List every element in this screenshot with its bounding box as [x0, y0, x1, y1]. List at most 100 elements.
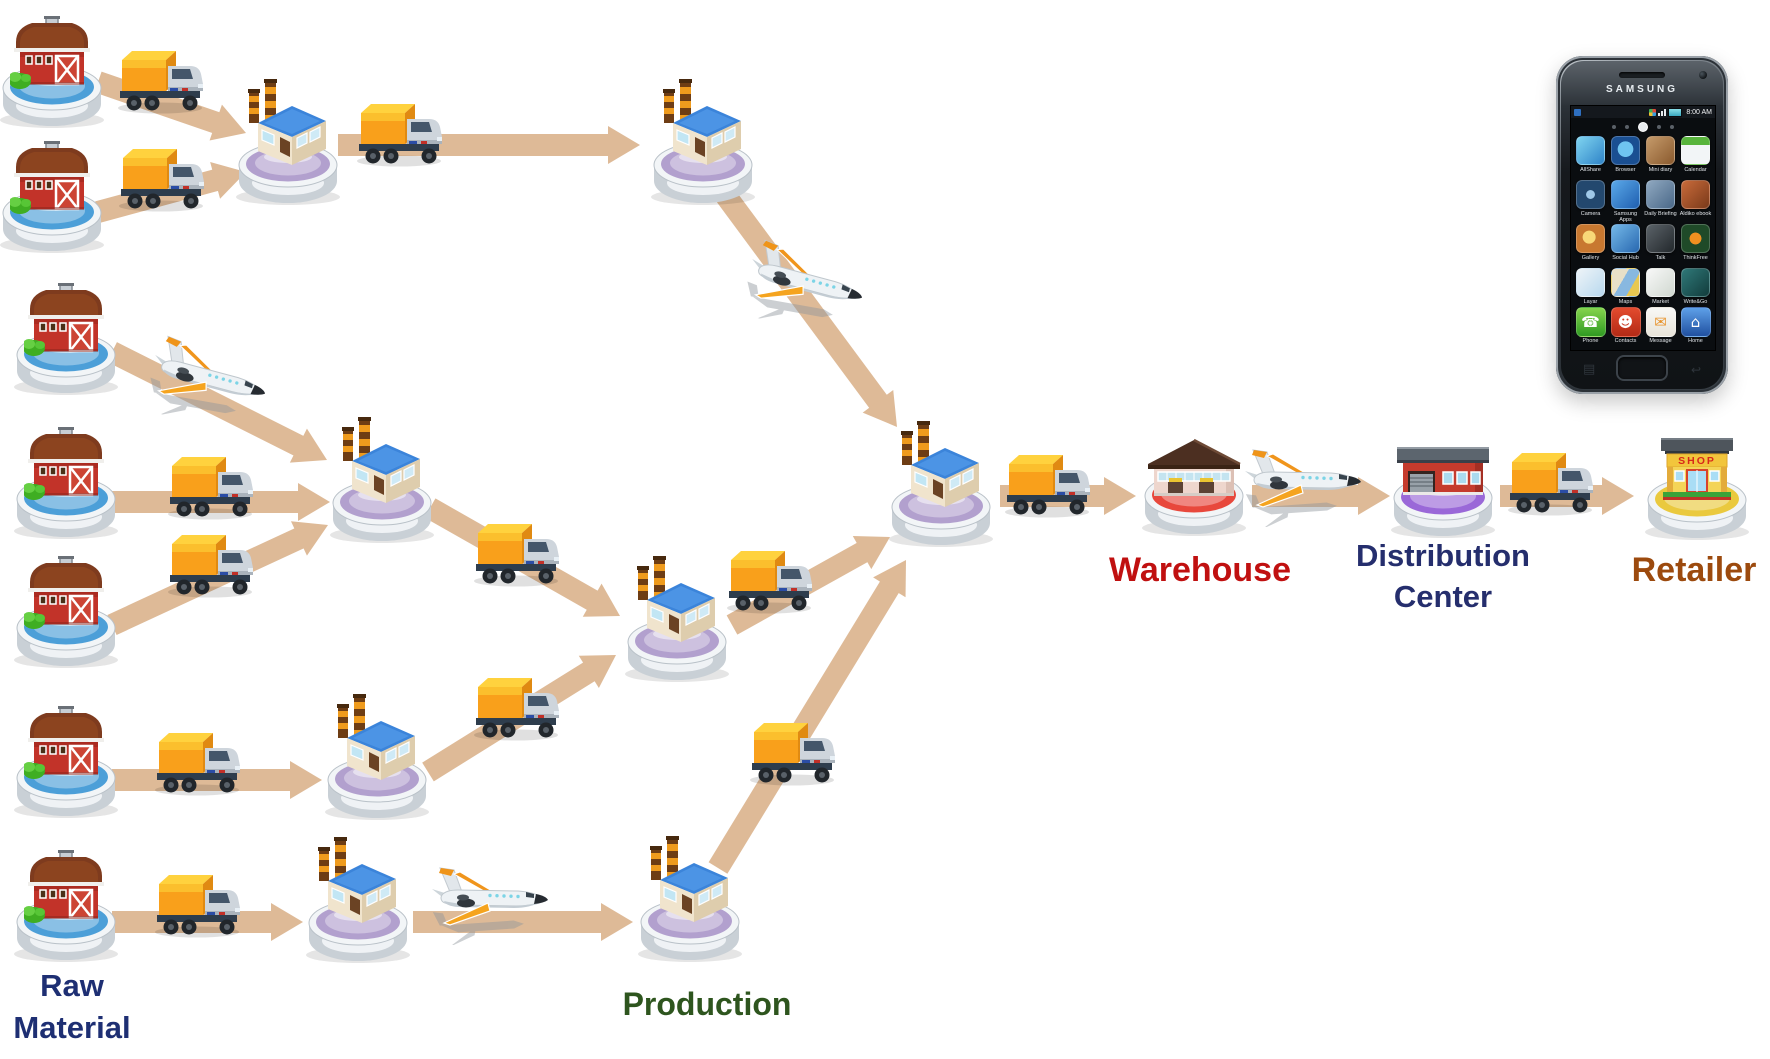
app-social-hub-label: Social Hub	[1612, 255, 1639, 261]
phone-home-button	[1616, 355, 1668, 381]
truck-5	[164, 528, 260, 600]
flow-arrow-head	[582, 583, 620, 617]
flow-arrow-head	[290, 521, 328, 556]
flow-arrow-head	[289, 428, 327, 463]
factory-tier1-b-node	[322, 413, 442, 545]
raw-material-label: Raw Material	[13, 965, 130, 1049]
truck-icon	[168, 457, 253, 520]
app-camera-icon	[1576, 180, 1605, 209]
warehouse-icon	[1148, 438, 1241, 496]
dock-contacts-icon: ☻	[1610, 307, 1641, 337]
truck-icon	[118, 51, 203, 114]
dock-home-label: Home	[1688, 338, 1703, 344]
app-gallery-label: Gallery	[1581, 255, 1600, 261]
truck-8	[151, 726, 247, 798]
app-allshare-label: AllShare	[1580, 167, 1601, 173]
app-layar-icon	[1576, 268, 1605, 297]
warehouse-label: Warehouse	[1108, 551, 1292, 589]
truck-icon	[119, 149, 204, 212]
retailer-label: Retailer	[1631, 551, 1757, 589]
flow-arrow-head	[210, 162, 246, 199]
factory-icon	[901, 421, 979, 507]
plane-4	[1243, 443, 1367, 527]
flow-arrow-head	[862, 389, 897, 427]
phone-speaker-icon	[1619, 72, 1665, 78]
farm-3-node	[6, 265, 126, 397]
phone-status-bar: 8:00 AM	[1571, 106, 1715, 118]
truck-7	[470, 671, 566, 743]
distribution-center-node	[1383, 408, 1503, 540]
app-browser-icon	[1611, 136, 1640, 165]
app-layar: Layar	[1573, 268, 1608, 312]
truck-3	[353, 97, 449, 169]
app-calendar: Calendar	[1678, 136, 1713, 180]
dock-contacts: ☻Contacts	[1610, 307, 1641, 349]
flow-arrow-head	[601, 903, 633, 941]
factory-tier2-c-node	[630, 832, 750, 964]
svg-text:SHOP: SHOP	[1678, 455, 1716, 467]
home-page-dots	[1571, 119, 1715, 134]
factory-tier1-c-node	[317, 690, 437, 822]
dock-contacts-label: Contacts	[1614, 338, 1637, 344]
app-calendar-icon	[1681, 136, 1710, 165]
app-camera: Camera	[1573, 180, 1608, 224]
app-market: Market	[1643, 268, 1678, 312]
factory-tier2-b-node	[617, 552, 737, 684]
app-maps-label: Maps	[1618, 299, 1633, 305]
flow-arrow-shaft	[714, 185, 890, 412]
plane-icon	[432, 867, 548, 945]
plane-3	[430, 861, 554, 945]
flow-arrow-head	[1104, 477, 1136, 515]
flow-arrow-head	[608, 126, 640, 164]
flow-arrow-head	[578, 655, 616, 689]
plane-icon	[150, 335, 266, 416]
app-aldiko-ebook-label: Aldiko ebook	[1679, 211, 1712, 217]
farm-7-node	[6, 832, 126, 964]
factory-tier2-a-node	[643, 75, 763, 207]
farm-5-node	[6, 538, 126, 670]
app-maps: Maps	[1608, 268, 1643, 312]
truck-13	[1504, 446, 1600, 518]
truck-4	[164, 450, 260, 522]
farm-6-node	[6, 688, 126, 820]
shop-icon: SHOP	[1661, 438, 1733, 500]
factory-tier1-d-node	[298, 833, 418, 965]
factory-icon	[342, 417, 420, 503]
truck-icon	[168, 535, 253, 598]
farm-2-node	[0, 123, 112, 255]
dock-home: ⌂Home	[1680, 307, 1711, 349]
app-thinkfree: ThinkFree	[1678, 224, 1713, 268]
app-allshare: AllShare	[1573, 136, 1608, 180]
distribution-center-label-line2: Center	[1393, 579, 1493, 614]
factory-icon	[663, 79, 741, 165]
distribution-center-label-line1: Distribution	[1356, 538, 1530, 573]
phone-brand-logo: SAMSUNG	[1605, 84, 1679, 95]
truck-icon	[474, 678, 559, 741]
app-social-hub-icon	[1611, 224, 1640, 253]
flow-arrow-head	[1358, 477, 1390, 515]
barn-icon	[24, 556, 104, 629]
app-market-label: Market	[1652, 299, 1669, 305]
app-talk-label: Talk	[1655, 255, 1666, 261]
dock-message: ✉Message	[1645, 307, 1676, 349]
app-samsung-apps-icon	[1611, 180, 1640, 209]
truck-icon	[357, 104, 442, 167]
app-mini-diary: Mini diary	[1643, 136, 1678, 180]
distribution-center-label: Distribution Center	[1356, 535, 1530, 617]
barn-icon	[10, 16, 90, 89]
plane-1	[737, 231, 878, 343]
barn-icon	[10, 141, 90, 214]
factory-icon	[650, 836, 728, 922]
truck-icon	[1508, 453, 1593, 516]
app-talk: Talk	[1643, 224, 1678, 268]
flow-arrow-head	[290, 761, 322, 799]
notification-icon	[1574, 108, 1581, 116]
app-thinkfree-icon	[1681, 224, 1710, 253]
battery-icon	[1668, 107, 1683, 117]
phone-back-key-icon: ↩	[1690, 363, 1701, 377]
app-gallery-icon	[1576, 224, 1605, 253]
truck-2	[115, 142, 211, 214]
